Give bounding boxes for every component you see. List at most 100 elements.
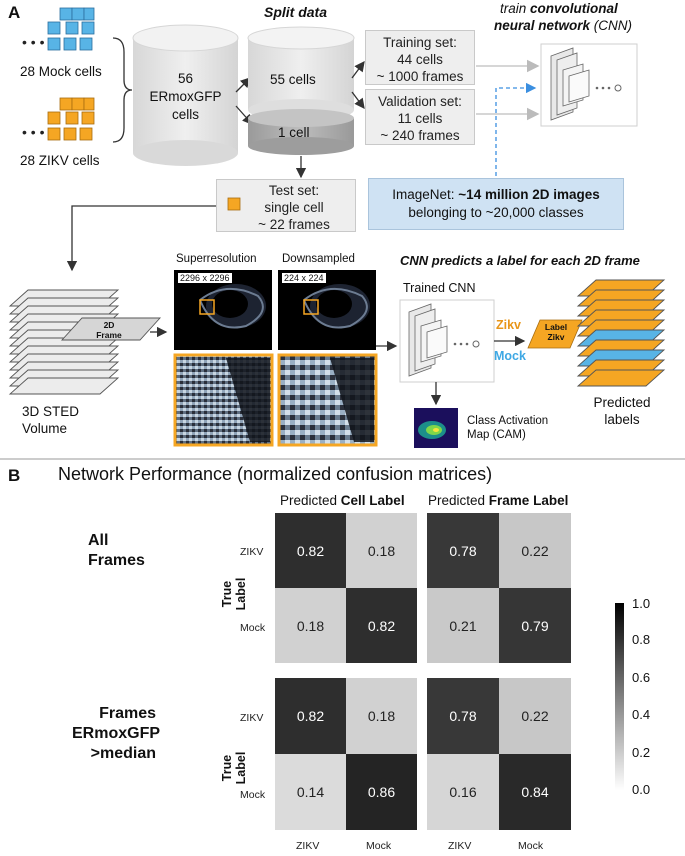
- colorbar: [615, 603, 624, 790]
- cam-image: [414, 408, 458, 448]
- panel-a-letter: A: [8, 3, 21, 22]
- label-zikv-box-icon: [527, 319, 583, 349]
- heatmap-cell-mock-mock: 0.84: [499, 754, 571, 830]
- test-set-box: Test set: single cell ~ 22 frames: [216, 179, 356, 232]
- heatmap-cell-zikv-zikv: 0.82: [275, 513, 346, 588]
- x-tick-mock-1: Mock: [366, 840, 392, 852]
- cam-label: Class Activation Map (CAM): [467, 414, 548, 442]
- heatmap-cell-mock-zikv: 0.16: [427, 754, 499, 830]
- total-cells-marker: ERmoxGFP: [149, 89, 222, 104]
- validation-set-frames: ~ 240 frames: [380, 128, 460, 143]
- true-label-axis-2: True Label: [220, 751, 248, 785]
- y-tick-mock-1: Mock: [240, 622, 266, 634]
- y-tick-zikv-1: ZIKV: [240, 546, 264, 558]
- sted-volume-line2: Volume: [22, 421, 68, 436]
- panel-b-letter: B: [8, 466, 21, 485]
- col-header-frame: Predicted Frame Label: [428, 493, 568, 508]
- label-box-line1: Label: [544, 322, 568, 332]
- mock-output-label: Mock: [494, 349, 526, 363]
- test-set-cells: single cell: [264, 200, 324, 215]
- cnn-title-line2-bold: neural network: [494, 18, 591, 33]
- highlighted-2d-frame-icon: [60, 317, 162, 341]
- imagenet-box: ImageNet: ~14 million 2D images belongin…: [368, 178, 624, 230]
- heatmap-cell-zikv-zikv: 0.78: [427, 513, 499, 588]
- mock-cells-cubes-icon: [47, 7, 95, 51]
- frame-2d-line2: Frame: [96, 330, 122, 340]
- cam-label-line1: Class Activation: [467, 415, 549, 427]
- predicted-labels-stack-icon: [576, 279, 666, 387]
- downsampled-zoom-image: [277, 353, 378, 447]
- row-label-all-line2: Frames: [88, 552, 145, 569]
- downsampled-image: [278, 270, 376, 350]
- cells-55-cylinder: [247, 26, 355, 121]
- predicted-labels-label: Predicted labels: [582, 394, 662, 428]
- frame-2d-line1: 2D: [103, 320, 115, 330]
- cnn-top-icon: [540, 43, 638, 127]
- label-box-text: Label Zikv: [536, 322, 576, 342]
- x-tick-zikv-2: ZIKV: [448, 840, 472, 852]
- heatmap-cell-zikv-zikv: 0.82: [275, 678, 346, 754]
- total-cells-cylinder: [132, 24, 239, 166]
- test-set-title: Test set:: [268, 183, 320, 198]
- imagenet-line1: ImageNet: ~14 million 2D images: [369, 186, 623, 204]
- colorbar-tick-0-8: 0.8: [632, 632, 651, 647]
- y-tick-mock-2: Mock: [240, 789, 266, 801]
- trained-cnn-icon: [399, 299, 495, 383]
- row-label-median: Frames ERmoxGFP >median: [72, 704, 160, 764]
- colorbar-tick-0-4: 0.4: [632, 707, 651, 722]
- downsampled-size: 224 x 224: [282, 273, 326, 283]
- x-tick-mock-2: Mock: [518, 840, 544, 852]
- superresolution-image: [174, 270, 272, 350]
- heatmap-cell-zikv-mock: 0.18: [346, 678, 417, 754]
- imagenet-prefix: ImageNet:: [392, 187, 459, 202]
- colorbar-tick-1-0: 1.0: [632, 596, 651, 611]
- heatmap-cell-zikv-mock: 0.18: [346, 513, 417, 588]
- cnn-title-italic: train: [500, 1, 527, 16]
- label-box-line2: Zikv: [547, 332, 565, 342]
- heatmap-cell-mock-zikv: 0.18: [275, 588, 346, 663]
- svg-text:• • •: • • •: [22, 124, 45, 140]
- y-tick-zikv-2: ZIKV: [240, 712, 264, 724]
- row-label-all-line1: All: [88, 532, 109, 549]
- validation-set-cells: 11 cells: [397, 111, 443, 126]
- cam-label-line2: Map (CAM): [467, 429, 526, 441]
- svg-text:• • •: • • •: [22, 34, 45, 50]
- row-label-median-line3: >median: [90, 745, 156, 762]
- predicted-labels-line2: labels: [604, 412, 640, 427]
- sted-volume-line1: 3D STED: [22, 404, 80, 419]
- cnn-title-line2-italic: (CNN): [593, 18, 633, 33]
- heatmap-cell-mock-mock: 0.86: [346, 754, 417, 830]
- col-header-frame-prefix: Predicted: [428, 493, 489, 508]
- sted-volume-stack-icon: [8, 289, 120, 395]
- panel-b-title: Network Performance (normalized confusio…: [58, 464, 493, 484]
- training-set-cells: 44 cells: [397, 52, 443, 67]
- cells-55-label: 55 cells: [270, 72, 316, 87]
- col-header-cell: Predicted Cell Label: [280, 493, 405, 508]
- downsampled-label: Downsampled: [282, 253, 355, 265]
- training-set-frames: ~ 1000 frames: [376, 69, 464, 84]
- colorbar-tick-0-6: 0.6: [632, 670, 651, 685]
- trained-cnn-label: Trained CNN: [403, 281, 476, 295]
- total-cells-label: 56 ERmoxGFP cells: [133, 70, 238, 124]
- x-tick-zikv-1: ZIKV: [296, 840, 320, 852]
- superresolution-zoom-image: [173, 353, 274, 447]
- heatmap-cell-zikv-mock: 0.22: [499, 513, 571, 588]
- cnn-title-bold: convolutional: [530, 1, 618, 16]
- imagenet-line2: belonging to ~20,000 classes: [408, 205, 584, 220]
- split-data-title: Split data: [264, 4, 328, 20]
- heatmap-cell-zikv-zikv: 0.78: [427, 678, 499, 754]
- heatmap-cell-mock-zikv: 0.14: [275, 754, 346, 830]
- heatmap-cell-mock-mock: 0.82: [346, 588, 417, 663]
- training-set-title: Training set:: [383, 35, 457, 50]
- zikv-output-label: Zikv: [496, 318, 522, 332]
- col-header-cell-prefix: Predicted: [280, 493, 341, 508]
- cnn-title-line2: neural network (CNN): [494, 18, 632, 33]
- total-cells-unit: cells: [171, 107, 199, 122]
- row-label-all-frames: All Frames: [88, 531, 145, 571]
- frame-2d-label: 2D Frame: [84, 320, 134, 340]
- heatmap-cell-mock-mock: 0.79: [499, 588, 571, 663]
- true-label-axis-1: True Label: [220, 577, 248, 611]
